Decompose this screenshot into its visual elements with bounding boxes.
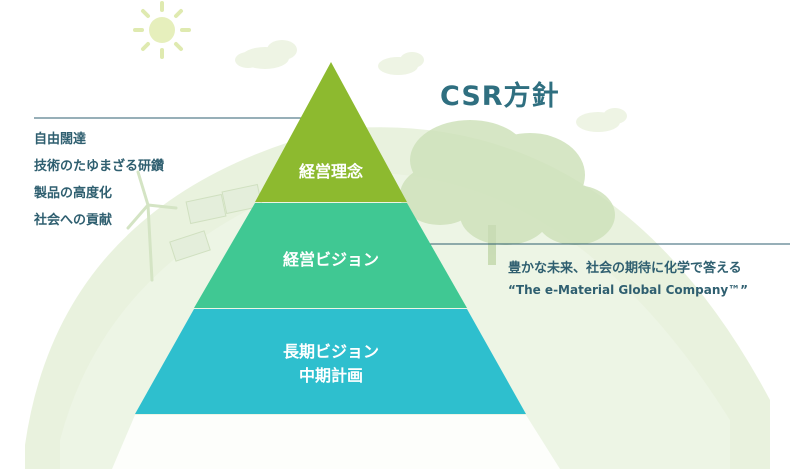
page-title: CSR方針 <box>440 81 560 112</box>
list-item: 社会への貢献 <box>34 213 113 228</box>
list-item: 自由闊達 <box>34 132 87 147</box>
tier-label-vision: 経営ビジョン <box>282 250 379 269</box>
tier-label-long-term: 長期ビジョン <box>282 342 379 361</box>
solar-panel-icon <box>169 183 263 262</box>
philosophy-notes: 自由闊達 技術のたゆまざる研鑽 製品の高度化 社会への貢献 <box>34 126 164 234</box>
list-item: 技術のたゆまざる研鑽 <box>34 159 165 174</box>
list-item: 製品の高度化 <box>34 186 113 201</box>
pyramid <box>112 62 560 469</box>
wind-turbine-icon <box>126 170 178 282</box>
tier-label-mid-term: 中期計画 <box>298 366 363 385</box>
pyramid-tier-3 <box>135 309 526 414</box>
tier-label-plans: 長期ビジョン 中期計画 <box>236 340 426 388</box>
cloud-icon <box>235 40 627 132</box>
pyramid-tier-1 <box>255 62 407 202</box>
vision-slogan: “The e-Material Global Company™” <box>508 283 749 297</box>
pyramid-tier-2 <box>194 203 467 308</box>
sun-icon <box>133 1 191 59</box>
pyramid-base <box>112 415 560 469</box>
tier-label-philosophy: 経営理念 <box>298 162 363 181</box>
vision-note: 豊かな未来、社会の期待に化学で答える <box>508 261 742 276</box>
tree-icon <box>400 120 615 265</box>
